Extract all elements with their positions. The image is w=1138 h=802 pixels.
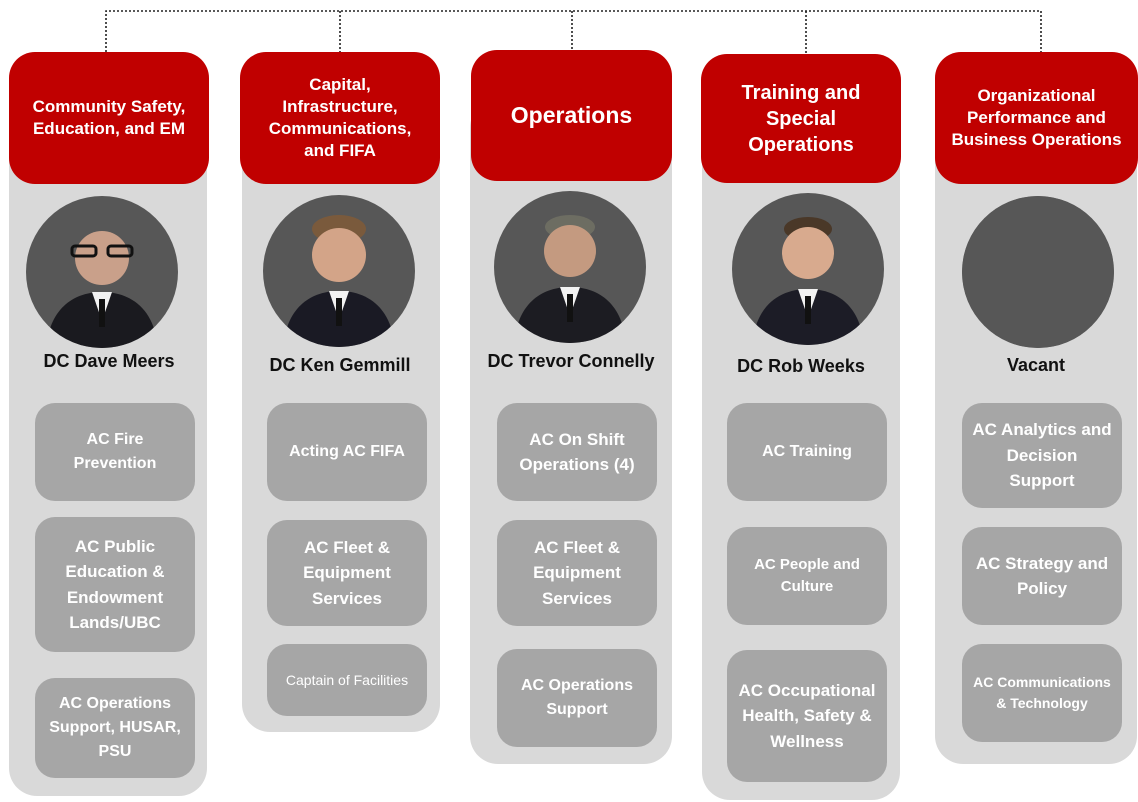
card-ac-fleet-equipment-services-3: AC Fleet & Equipment Services — [497, 520, 657, 626]
card-ac-training: AC Training — [727, 403, 887, 501]
header-capital-infrastructure: Capital, Infrastructure, Communications,… — [240, 52, 440, 184]
person-name-ken-gemmill: DC Ken Gemmill — [269, 355, 411, 375]
empty-avatar-icon — [962, 196, 1114, 348]
person-name-trevor-connelly: DC Trevor Connelly — [487, 351, 655, 371]
card-ac-fire-prevention: AC Fire Prevention — [35, 403, 195, 501]
avatar-ken-gemmill — [263, 195, 415, 347]
card-ac-operations-support-husar: AC Operations Support, HUSAR, PSU — [35, 678, 195, 778]
card-ac-strategy-and-policy: AC Strategy and Policy — [962, 527, 1122, 625]
card-ac-people-and-culture: AC People and Culture — [727, 527, 887, 625]
card-ac-fleet-equipment-services-2: AC Fleet & Equipment Services — [267, 520, 427, 626]
card-captain-of-facilities: Captain of Facilities — [267, 644, 427, 716]
person-name-vacant: Vacant — [1006, 355, 1066, 375]
person-name-rob-weeks: DC Rob Weeks — [737, 356, 865, 376]
avatar-trevor-connelly — [494, 191, 646, 343]
card-ac-public-education: AC Public Education & Endowment Lands/UB… — [35, 517, 195, 652]
avatar-dave-meers — [26, 196, 178, 348]
avatar-vacant — [962, 196, 1114, 348]
header-training: Training and Special Operations — [701, 54, 901, 183]
header-community-safety: Community Safety, Education, and EM — [9, 52, 209, 184]
portrait-icon — [283, 215, 395, 347]
avatar-rob-weeks — [732, 193, 884, 345]
card-ac-analytics-decision-support: AC Analytics and Decision Support — [962, 403, 1122, 508]
portrait-icon — [514, 215, 626, 343]
card-ac-on-shift-operations: AC On Shift Operations (4) — [497, 403, 657, 501]
card-acting-ac-fifa: Acting AC FIFA — [267, 403, 427, 501]
card-ac-occupational-health: AC Occupational Health, Safety & Wellnes… — [727, 650, 887, 782]
person-name-dave-meers: DC Dave Meers — [43, 351, 175, 371]
card-ac-communications-technology: AC Communications & Technology — [962, 644, 1122, 742]
portrait-icon — [752, 217, 864, 345]
portrait-icon — [46, 231, 158, 348]
card-ac-operations-support-3: AC Operations Support — [497, 649, 657, 747]
header-operations: Operations — [471, 50, 672, 181]
header-organizational-performance: Organizational Performance and Business … — [935, 52, 1138, 184]
